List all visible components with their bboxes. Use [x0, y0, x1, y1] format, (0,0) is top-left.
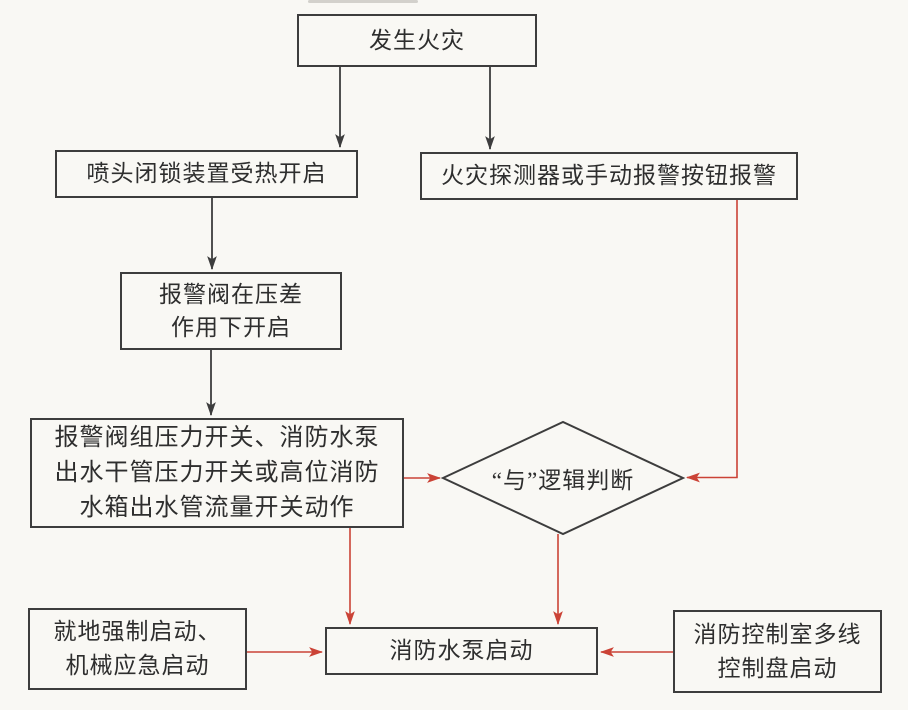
node-fire-pump-start-label: 消防水泵启动 [389, 638, 534, 663]
node-sprinkler-opens: 喷头闭锁装置受热开启 [55, 150, 358, 198]
node-and-logic-label: “与”逻辑判断 [491, 468, 635, 493]
node-local-forced-start-label: 就地强制启动、 机械应急启动 [53, 619, 222, 678]
node-local-forced-start: 就地强制启动、 机械应急启动 [28, 608, 247, 690]
node-sprinkler-opens-label: 喷头闭锁装置受热开启 [86, 161, 327, 186]
node-fire-occurs-label: 发生火灾 [369, 27, 465, 53]
node-detector-alarm-label: 火灾探测器或手动报警按钮报警 [441, 163, 777, 188]
node-pressure-flow-switches-label: 报警阀组压力开关、消防水泵 出水干管压力开关或高位消防 水箱出水管流量开关动作 [54, 424, 380, 521]
node-fire-occurs: 发生火灾 [297, 14, 537, 67]
node-detector-alarm: 火灾探测器或手动报警按钮报警 [420, 152, 798, 200]
node-and-logic: “与”逻辑判断 [463, 460, 663, 496]
node-alarm-valve-opens: 报警阀在压差 作用下开启 [120, 272, 342, 350]
node-fire-pump-start: 消防水泵启动 [325, 627, 598, 675]
connector-detector-to-andlogic [685, 200, 738, 483]
node-alarm-valve-opens-label: 报警阀在压差 作用下开启 [159, 282, 303, 340]
scan-artifact [308, 0, 418, 3]
node-control-panel-start: 消防控制室多线 控制盘启动 [673, 610, 882, 693]
and-logic-diamond [440, 420, 686, 536]
node-pressure-flow-switches: 报警阀组压力开关、消防水泵 出水干管压力开关或高位消防 水箱出水管流量开关动作 [30, 418, 404, 528]
node-control-panel-start-label: 消防控制室多线 控制盘启动 [693, 621, 862, 681]
